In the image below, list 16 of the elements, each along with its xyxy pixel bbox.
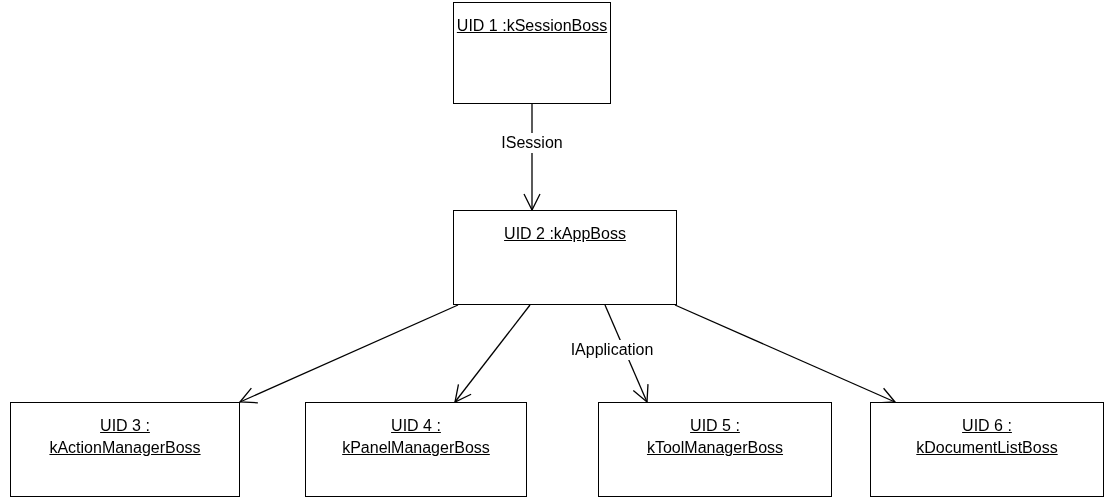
object-box [305, 402, 527, 497]
object-box [598, 402, 832, 497]
object-name: UID 3 : kActionManagerBoss [48, 416, 202, 458]
edge-label: ISession [499, 133, 565, 153]
object-name: UID 4 : kPanelManagerBoss [341, 416, 491, 458]
object-box [453, 210, 677, 305]
arrow [674, 304, 896, 404]
object-name: UID 1 :kSessionBoss [456, 16, 608, 36]
object-name: UID 2 :kAppBoss [504, 224, 626, 244]
object-name: UID 5 : kToolManagerBoss [645, 416, 785, 458]
object-box [453, 2, 611, 104]
object-box [870, 402, 1104, 497]
object-name: UID 6 : kDocumentListBoss [915, 416, 1059, 458]
arrow [454, 304, 531, 403]
object-box [10, 402, 240, 497]
arrow [239, 304, 459, 404]
